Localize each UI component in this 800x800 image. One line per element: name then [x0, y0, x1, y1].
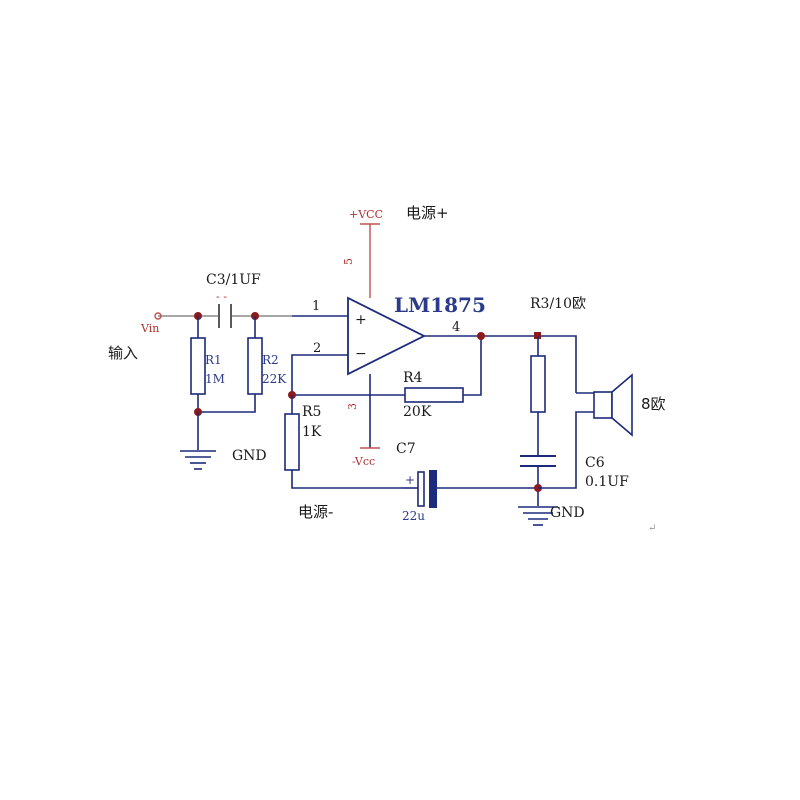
pin-4: 4 — [452, 320, 460, 335]
c7-name: C7 — [396, 441, 416, 457]
vin-terminal — [154, 312, 162, 320]
output-line — [424, 335, 577, 393]
c7-plus: + — [405, 473, 415, 487]
speaker-label: 8欧 — [641, 395, 666, 413]
c3-mark: - - — [216, 290, 227, 303]
junction-dot — [477, 332, 485, 340]
r3-label: R3/10欧 — [530, 296, 586, 312]
speaker-symbol — [538, 373, 633, 489]
vcc-negative-line — [360, 374, 380, 449]
zobel-network — [520, 336, 556, 506]
opamp-plus: + — [355, 312, 367, 328]
r1-value: 1M — [205, 372, 225, 386]
pin-3: 3 — [346, 403, 359, 410]
junction-dot — [534, 332, 541, 339]
c3-label: C3/1UF — [206, 272, 261, 288]
c6-value: 0.1UF — [585, 474, 629, 490]
r5-name: R5 — [302, 404, 321, 420]
resistor-r1 — [190, 316, 206, 412]
vcc-positive-label: +VCC — [349, 208, 383, 221]
vin-label: Vin — [140, 322, 159, 335]
r4-name: R4 — [403, 370, 423, 386]
c6-name: C6 — [585, 455, 605, 471]
feedback-network — [291, 336, 482, 403]
supply-positive-label: 电源+ — [406, 204, 449, 222]
capacitor-c3 — [218, 304, 232, 328]
chip-label: LM1875 — [394, 293, 486, 317]
vcc-negative-label: -Vcc — [352, 455, 375, 468]
r2-value: 22K — [262, 372, 287, 386]
input-label: 输入 — [108, 344, 138, 362]
r2-name: R2 — [262, 353, 279, 367]
pin-2: 2 — [313, 341, 321, 356]
gnd-left-label: GND — [232, 448, 267, 464]
ground-right — [518, 506, 558, 526]
resistor-r5 — [284, 395, 402, 489]
pin-5: 5 — [342, 258, 355, 265]
return-mark: ↵ — [648, 523, 656, 534]
capacitor-c7 — [402, 470, 538, 508]
opamp-minus: − — [355, 346, 367, 362]
pin-1: 1 — [312, 299, 320, 314]
r5-value: 1K — [302, 424, 322, 440]
gnd-right-label: GND — [550, 505, 585, 521]
c7-value: 22u — [402, 509, 425, 523]
lm1875-opamp — [347, 296, 427, 376]
supply-negative-label: 电源- — [298, 503, 333, 521]
vcc-positive-line — [360, 223, 380, 298]
r1-name: R1 — [205, 353, 222, 367]
resistor-r2 — [198, 316, 263, 413]
ground-left — [180, 412, 216, 470]
r4-value: 20K — [403, 404, 432, 420]
